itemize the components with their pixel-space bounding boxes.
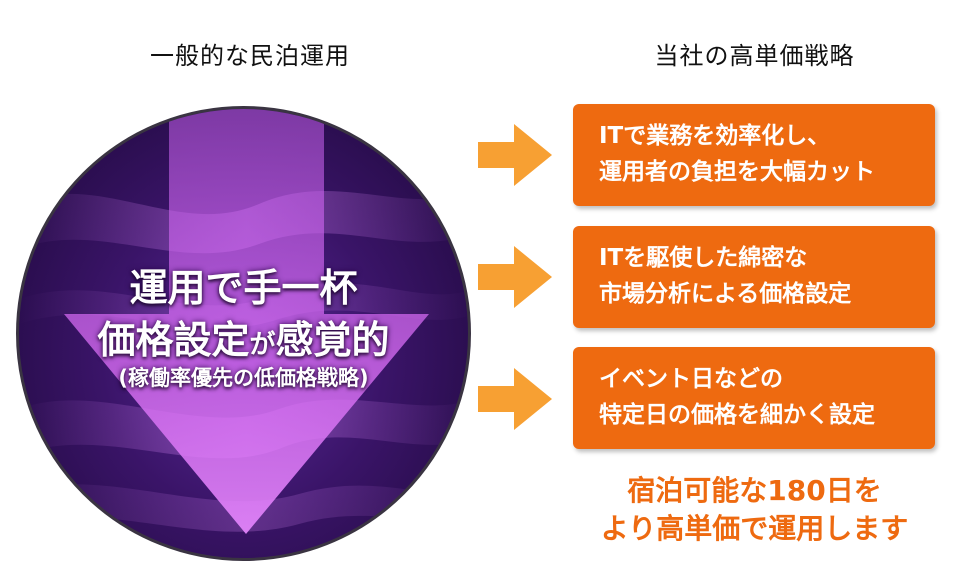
circle-line-1: 運用で手一杯 [129,266,358,310]
circle-line-2-end: 感覚的 [275,318,390,362]
strategy-box-it-efficiency: ITで業務を効率化し、 運用者の負担を大幅カット [573,104,935,206]
conclusion-line-1: 宿泊可能な180日を [627,474,882,507]
strategy-line: ITを駆使した綿密な [599,245,808,271]
general-operation-circle: 運用で手一杯 価格設定が感覚的 (稼働率優先の低価格戦略) [16,106,471,561]
conclusion-line-2: より高単価で運用します [600,512,909,545]
strategy-box-event-pricing: イベント日などの 特定日の価格を細かく設定 [573,347,935,449]
strategy-line: ITで業務を効率化し、 [599,123,831,149]
right-arrow-icon [478,246,552,308]
circle-line-2-particle: が [249,330,276,360]
circle-line-2: 価格設定が感覚的 [19,309,468,364]
circle-line-3: (稼働率優先の低価格戦略) [118,366,369,390]
right-arrow-icon [478,368,552,430]
conclusion-text: 宿泊可能な180日を より高単価で運用します [572,472,937,548]
down-arrow-icon [64,109,429,534]
strategy-line: イベント日などの [599,366,783,392]
strategy-line: 市場分析による価格設定 [599,281,852,307]
circle-line-2-main: 価格設定 [97,318,250,362]
strategy-box-market-analysis: ITを駆使した綿密な 市場分析による価格設定 [573,226,935,328]
our-strategy-heading: 当社の高単価戦略 [654,42,855,70]
strategy-line: 特定日の価格を細かく設定 [599,402,875,428]
purple-wave-background [19,109,468,534]
strategy-line: 運用者の負担を大幅カット [599,159,875,185]
right-arrow-icon [478,124,552,186]
general-operation-heading: 一般的な民泊運用 [150,42,350,70]
